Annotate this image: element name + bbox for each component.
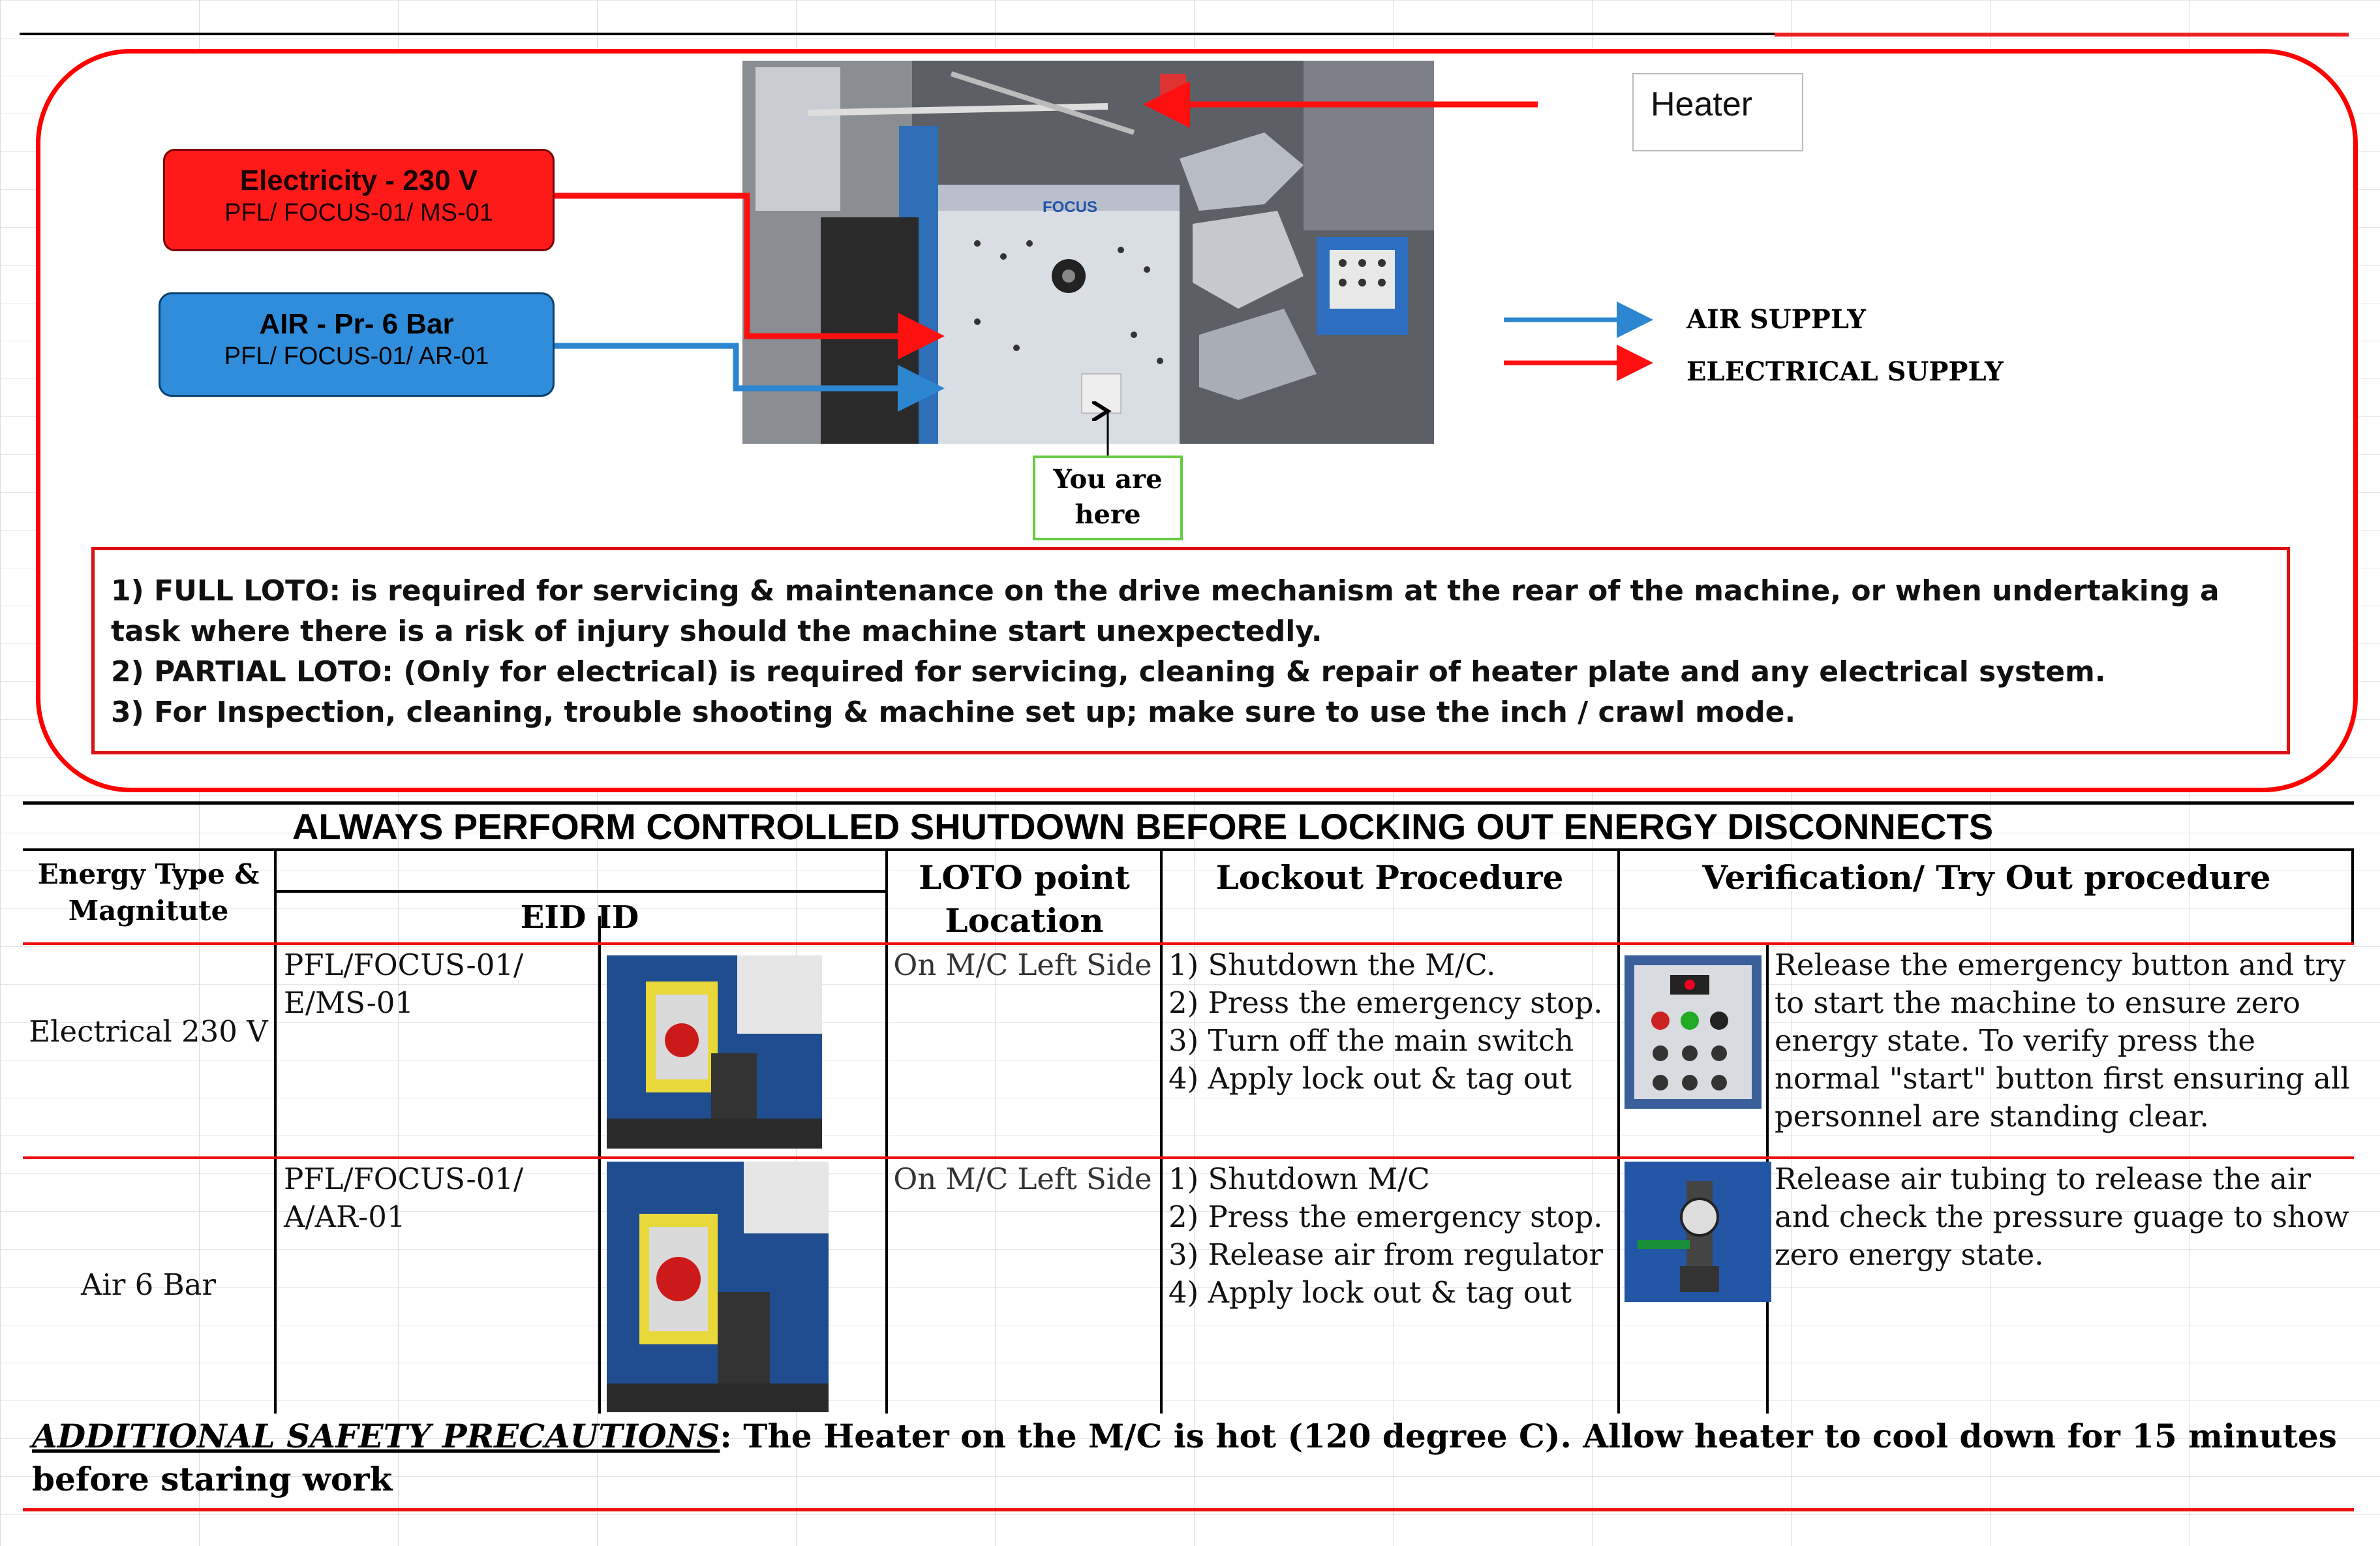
header-energy-type: Energy Type & Magnitute bbox=[37, 858, 260, 927]
row1-panel-illustration bbox=[1625, 955, 1762, 1109]
row1-lockout: 1) Shutdown the M/C. 2) Press the emerge… bbox=[1168, 946, 1612, 1098]
row2-location: On M/C Left Side bbox=[893, 1162, 1152, 1196]
footer-text: The Heater on the M/C is hot (120 degree… bbox=[32, 1417, 2337, 1498]
row1-switch-photo bbox=[607, 955, 822, 1149]
row1-location: On M/C Left Side bbox=[893, 948, 1152, 982]
row1-verification: Release the emergency button and try to … bbox=[1775, 948, 2350, 1134]
row-rule bbox=[23, 1156, 2354, 1159]
row2-switch-photo bbox=[607, 1162, 829, 1412]
legend-electrical-supply: ELECTRICAL SUPPLY bbox=[1686, 356, 2004, 387]
electricity-box-id: PFL/ FOCUS-01/ MS-01 bbox=[224, 199, 493, 226]
col-rule bbox=[885, 851, 888, 1414]
row2-regulator-illustration bbox=[1625, 1162, 1771, 1302]
note-partial-loto: 2) PARTIAL LOTO: (Only for electrical) i… bbox=[111, 655, 2106, 688]
electricity-box-title: Electricity - 230 V bbox=[239, 164, 478, 196]
row2-regulator-photo bbox=[1625, 1162, 1771, 1302]
col-rule bbox=[598, 916, 601, 1414]
heater-label: Heater bbox=[1632, 73, 1803, 151]
electricity-arrow bbox=[555, 193, 945, 360]
air-box-title: AIR - Pr- 6 Bar bbox=[259, 308, 454, 340]
row2-energy: Air 6 Bar bbox=[80, 1267, 217, 1302]
loto-notes: 1) FULL LOTO: is required for servicing … bbox=[91, 547, 2290, 754]
row1-panel-photo bbox=[1625, 955, 1762, 1109]
row1-lockout-step: 2) Press the emergency stop. 3) Turn off… bbox=[1168, 985, 1603, 1058]
row-rule bbox=[23, 942, 2354, 945]
supply-arrows bbox=[555, 81, 1653, 456]
air-arrow bbox=[555, 343, 945, 412]
col-rule bbox=[2351, 851, 2354, 942]
header-lockout-procedure: Lockout Procedure bbox=[1215, 858, 1564, 897]
note-full-loto: 1) FULL LOTO: is required for servicing … bbox=[111, 574, 2220, 648]
top-border bbox=[20, 33, 2342, 35]
row2-verification: Release air tubing to release the air an… bbox=[1775, 1162, 2349, 1272]
row2-eid: PFL/FOCUS-01/ A/AR-01 bbox=[284, 1162, 524, 1234]
row1-switch-illustration bbox=[607, 955, 822, 1149]
header-loto-point: LOTO point Location bbox=[919, 858, 1130, 940]
additional-safety-precautions: ADDITIONAL SAFETY PRECAUTIONS: The Heate… bbox=[23, 1414, 2354, 1511]
air-box: AIR - Pr- 6 Bar PFL/ FOCUS-01/ AR-01 bbox=[159, 292, 555, 397]
note-inspection: 3) For Inspection, cleaning, trouble sho… bbox=[111, 696, 1796, 729]
machine-photo: FOCUS bbox=[742, 61, 1434, 444]
row2-lockout-step: 2) Press the emergency stop. 3) Release … bbox=[1168, 1199, 1603, 1272]
row1-eid: PFL/FOCUS-01/ E/MS-01 bbox=[284, 948, 524, 1020]
col-rule bbox=[1160, 851, 1163, 1414]
row2-lockout-step: 1) Shutdown M/C bbox=[1168, 1162, 1430, 1196]
row2-lockout: 1) Shutdown M/C 2) Press the emergency s… bbox=[1168, 1160, 1612, 1312]
machine-logo: FOCUS bbox=[1043, 198, 1097, 216]
legend-air-supply: AIR SUPPLY bbox=[1686, 304, 1866, 335]
footer-label: ADDITIONAL SAFETY PRECAUTIONS bbox=[32, 1417, 720, 1455]
shutdown-banner: ALWAYS PERFORM CONTROLLED SHUTDOWN BEFOR… bbox=[23, 801, 2354, 851]
row2-switch-illustration bbox=[607, 1162, 829, 1412]
row2-lockout-step: 4) Apply lock out & tag out bbox=[1168, 1275, 1572, 1310]
row-rule bbox=[274, 890, 885, 893]
header-eid-id: EID ID bbox=[520, 899, 639, 936]
loto-table: Energy Type & Magnitute EID ID LOTO poin… bbox=[23, 851, 2354, 1414]
electricity-box: Electricity - 230 V PFL/ FOCUS-01/ MS-01 bbox=[163, 149, 555, 251]
header-verification: Verification/ Try Out procedure bbox=[1702, 858, 2271, 897]
you-are-here-label: You are here bbox=[1033, 456, 1183, 540]
row1-lockout-step: 1) Shutdown the M/C. bbox=[1168, 948, 1496, 982]
top-red-border bbox=[1775, 33, 2349, 37]
col-rule bbox=[1617, 851, 1620, 1414]
air-box-id: PFL/ FOCUS-01/ AR-01 bbox=[224, 343, 489, 370]
row1-lockout-step: 4) Apply lock out & tag out bbox=[1168, 1061, 1572, 1096]
col-rule bbox=[274, 851, 277, 1414]
row1-energy: Electrical 230 V bbox=[29, 1014, 268, 1049]
machine-photo-illustration: FOCUS bbox=[742, 61, 1434, 444]
